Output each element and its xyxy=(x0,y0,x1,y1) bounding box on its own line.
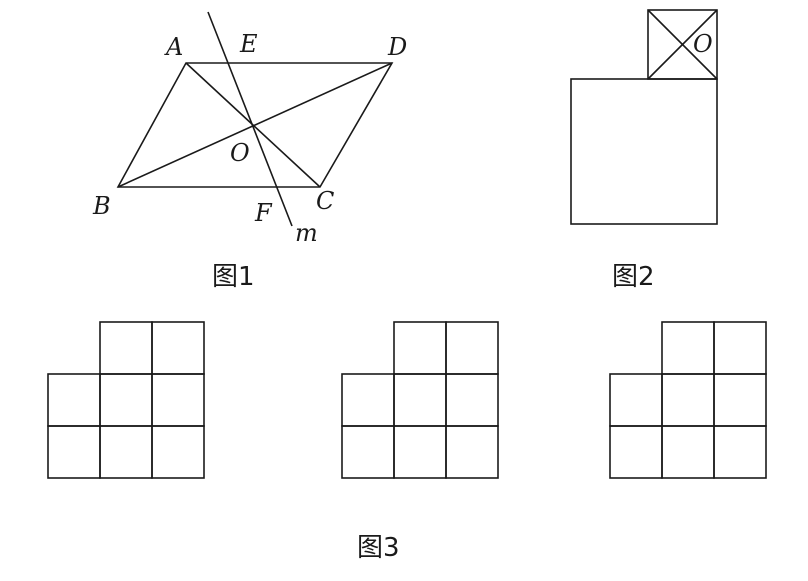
grid-cell xyxy=(713,321,767,375)
caption-figure-2: 图2 xyxy=(612,262,655,292)
caption-figure-3: 图3 xyxy=(357,533,400,563)
label-c: C xyxy=(316,187,334,215)
grid-cell xyxy=(341,373,395,427)
label-a: A xyxy=(164,33,183,61)
grid-cell xyxy=(393,373,447,427)
grid-cell xyxy=(609,425,663,479)
grid-2 xyxy=(341,321,499,479)
grid-cell xyxy=(47,425,101,479)
label-b: B xyxy=(92,192,111,220)
figure-3 xyxy=(47,321,767,479)
grid-cell xyxy=(661,425,715,479)
grid-cell xyxy=(445,425,499,479)
grid-cell xyxy=(99,373,153,427)
label-f: F xyxy=(254,199,273,227)
label-m: m xyxy=(295,219,318,247)
grid-cell xyxy=(99,425,153,479)
grid-cell xyxy=(151,425,205,479)
grid-cell xyxy=(151,321,205,375)
grid-cell xyxy=(445,321,499,375)
grid-cell xyxy=(661,321,715,375)
line-m xyxy=(207,11,293,227)
label-o-figure-2: O xyxy=(693,30,713,58)
figure-2: O 图2 xyxy=(570,9,718,292)
large-square xyxy=(570,78,718,225)
grid-cell xyxy=(393,425,447,479)
grid-cell xyxy=(661,373,715,427)
figure-1: A E D O B F C m 图1 xyxy=(92,11,407,292)
grid-cell xyxy=(609,373,663,427)
grid-cell xyxy=(713,425,767,479)
grid-cell xyxy=(47,373,101,427)
caption-figure-1: 图1 xyxy=(212,262,255,292)
label-d: D xyxy=(387,33,407,61)
small-square xyxy=(647,9,718,80)
label-e: E xyxy=(239,30,258,58)
grid-cell xyxy=(445,373,499,427)
grid-cell xyxy=(99,321,153,375)
grid-cell xyxy=(393,321,447,375)
grid-cell xyxy=(151,373,205,427)
grid-cell xyxy=(341,425,395,479)
grid-cell xyxy=(713,373,767,427)
small-square-diagonal-2 xyxy=(647,9,718,80)
grid-3 xyxy=(609,321,767,479)
label-o: O xyxy=(230,139,250,167)
diagonal-bd xyxy=(117,62,393,188)
grid-1 xyxy=(47,321,205,479)
